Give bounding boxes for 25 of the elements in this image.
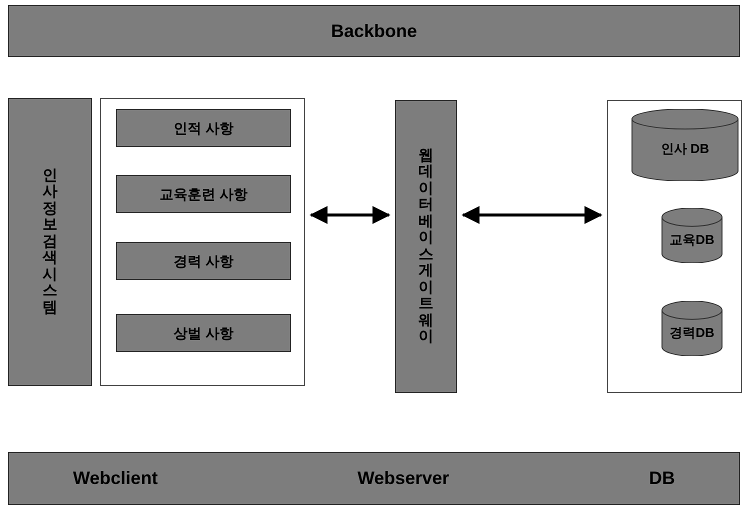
vertical-label: 인사정보검색시스템 [42,168,58,316]
double-arrow [462,206,602,224]
cylinder-label: 교육DB [670,230,714,249]
band [8,452,740,505]
module-box [116,242,291,280]
group-frame [607,100,742,393]
vertical-bar [8,98,92,386]
cylinder-label: 인사 DB [660,140,710,158]
module-label: 경력 사항 [174,252,234,270]
vertical-label: 웹데이터베이스게이트웨이 [418,148,434,346]
module-label: 인적 사항 [174,118,234,138]
group-frame [100,98,305,386]
band-label: Webclient [73,467,158,490]
double-arrow [310,206,390,224]
cylinder-label: 경력DB [670,324,714,342]
band-label: Webserver [357,467,450,490]
module-label: 상벌 사항 [174,324,234,342]
vertical-bar [395,100,457,393]
module-box [116,175,291,213]
module-label: 교육훈련 사항 [160,184,248,204]
module-box [116,314,291,352]
band-label: Backbone [330,20,418,42]
band [8,5,740,57]
module-box [116,109,291,147]
band-label: DB [648,467,675,490]
